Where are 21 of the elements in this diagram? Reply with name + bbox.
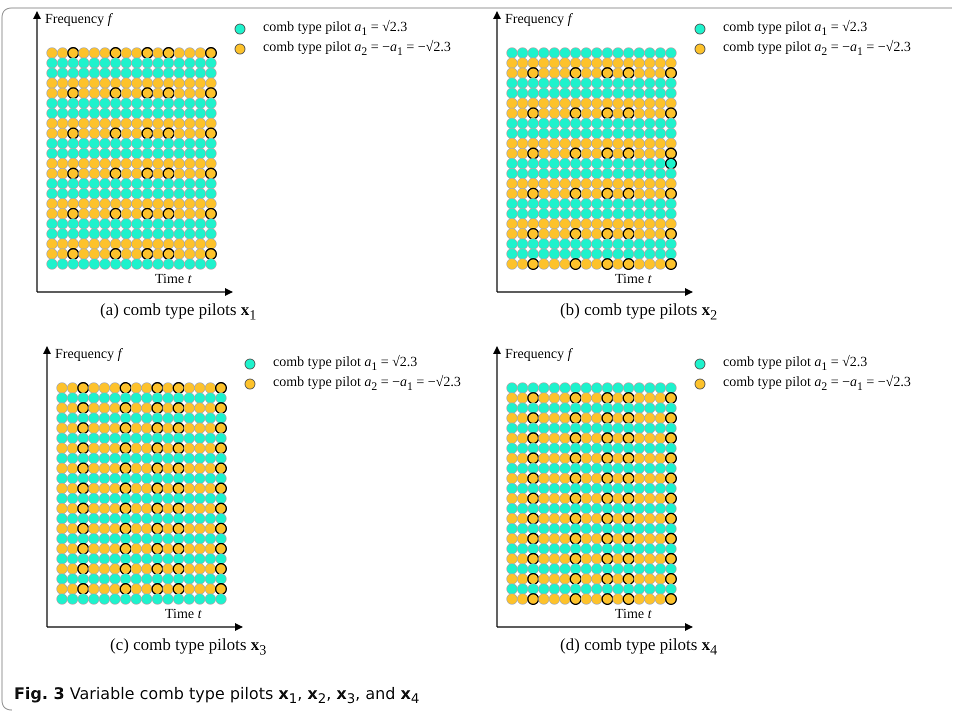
panel-caption: (c) comb type pilots x$_{3}$ bbox=[110, 635, 266, 660]
axis-label: Frequency f bbox=[505, 347, 572, 363]
axis-label: Frequency f bbox=[55, 347, 122, 363]
axis-label: Frequency f bbox=[45, 12, 112, 28]
panel-caption: (d) comb type pilots x$_{4}$ bbox=[560, 635, 718, 660]
axis-label: Time t bbox=[165, 607, 202, 623]
legend-label: comb type pilot a$_{1}$ = √2.3 bbox=[273, 355, 418, 373]
legend-label: comb type pilot a$_{1}$ = √2.3 bbox=[723, 355, 868, 373]
legend-label: comb type pilot a$_{1}$ = √2.3 bbox=[723, 20, 868, 38]
legend-label: comb type pilot a$_{2}$ = −a$_{1}$ = −√2.3 bbox=[723, 40, 911, 58]
panel-caption: (b) comb type pilots x$_{2}$ bbox=[560, 300, 718, 324]
legend-label: comb type pilot a$_{2}$ = −a$_{1}$ = −√2.3 bbox=[723, 375, 911, 393]
axis-label: Time t bbox=[615, 272, 652, 288]
legend-label: comb type pilot a$_{2}$ = −a$_{1}$ = −√2.3 bbox=[263, 40, 451, 58]
figure-caption: Fig. 3 Variable comb type pilots x$_{1}$, x$_{2}$, x$_{3}$, and x$_{4}$ bbox=[14, 684, 420, 708]
axis-label: Frequency f bbox=[505, 12, 572, 28]
legend-label: comb type pilot a$_{2}$ = −a$_{1}$ = −√2.3 bbox=[273, 375, 461, 393]
axis-label: Time t bbox=[615, 607, 652, 623]
panel-caption: (a) comb type pilots x$_{1}$ bbox=[100, 300, 256, 324]
axis-label: Time t bbox=[155, 272, 192, 288]
legend-label: comb type pilot a$_{1}$ = √2.3 bbox=[263, 20, 408, 38]
